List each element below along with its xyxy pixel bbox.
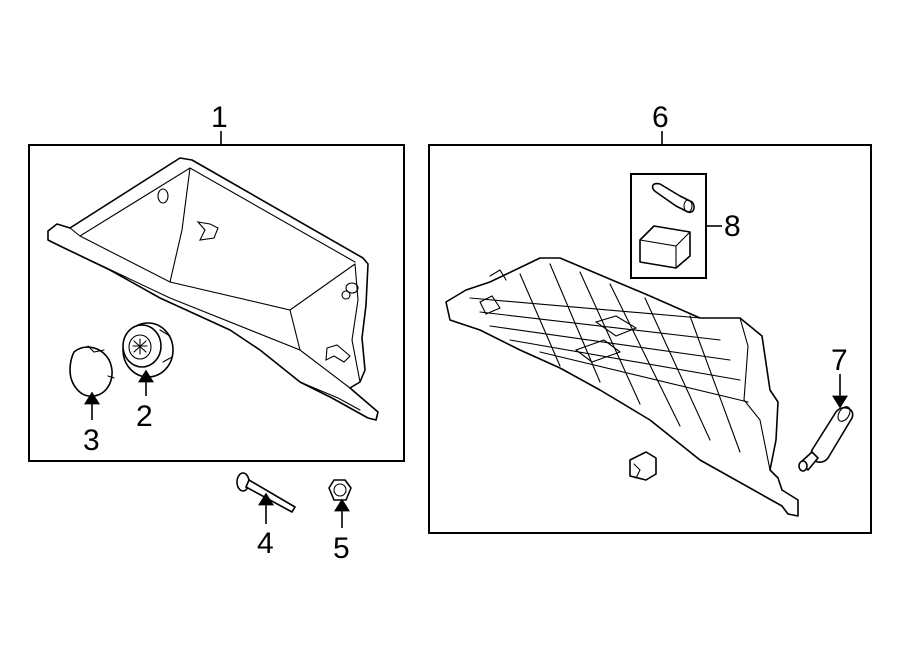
group-6-frame bbox=[428, 144, 872, 534]
latch-cylinder bbox=[122, 322, 174, 378]
assembly-group-6: 6 bbox=[428, 101, 872, 534]
callout-7-label: 7 bbox=[831, 344, 848, 377]
housing-clip bbox=[629, 451, 657, 481]
callout-1-label: 1 bbox=[211, 101, 228, 134]
assembly-group-1: 1 2 bbox=[28, 101, 405, 462]
callout-6-label: 6 bbox=[652, 101, 669, 134]
cover-cap bbox=[69, 345, 115, 397]
callout-2-label: 2 bbox=[136, 400, 153, 433]
glove-box-bin bbox=[47, 157, 379, 421]
bumper-block bbox=[639, 225, 691, 269]
nut bbox=[328, 479, 352, 501]
callout-3-label: 3 bbox=[83, 424, 100, 457]
callout-4-label: 4 bbox=[257, 527, 274, 560]
glove-box-housing bbox=[445, 257, 799, 517]
stopper-pin bbox=[651, 182, 695, 214]
callout-8-label: 8 bbox=[724, 210, 741, 243]
damper bbox=[798, 406, 854, 472]
callout-5-label: 5 bbox=[333, 532, 350, 565]
group-1-frame bbox=[28, 144, 405, 462]
